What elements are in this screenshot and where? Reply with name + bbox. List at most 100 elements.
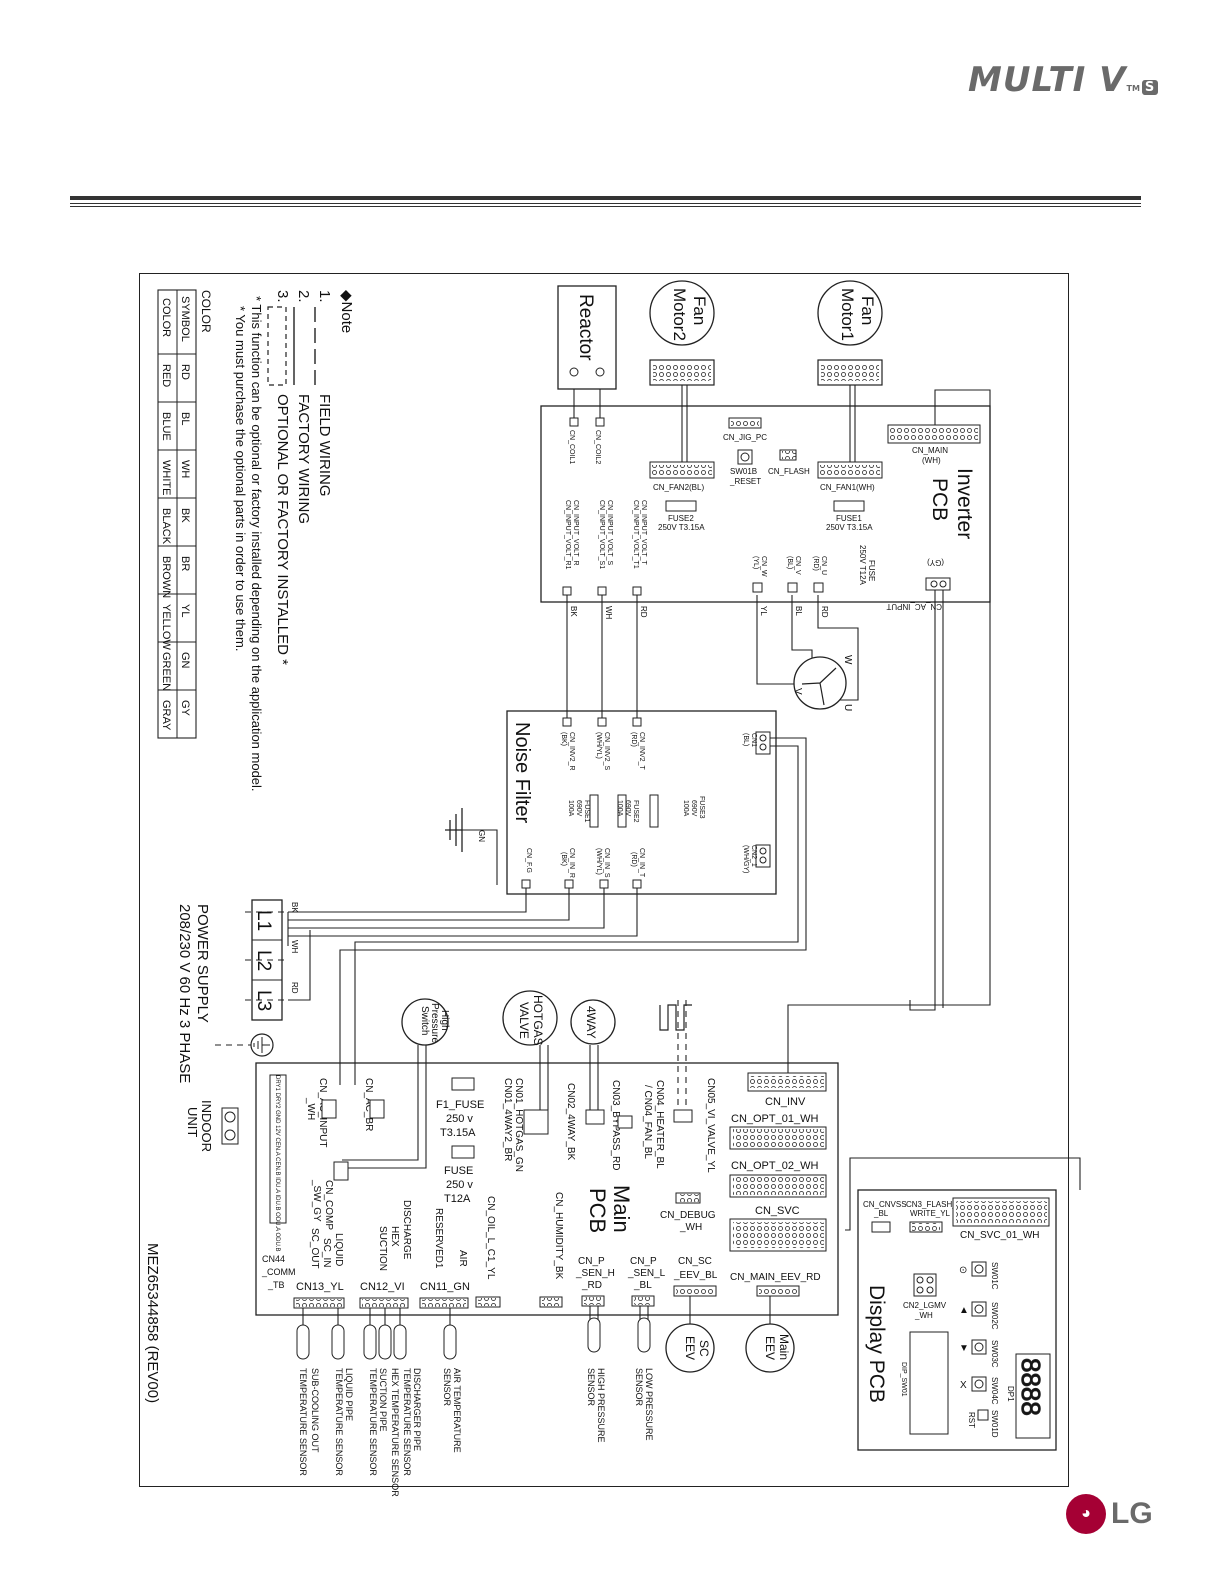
discharge-1: DISCHARGER PIPE <box>412 1368 422 1451</box>
power-supply-spec: 208/230 V 60 Hz 3 PHASE <box>176 904 193 1083</box>
wire-bl-v: BL <box>794 606 803 616</box>
cn-input-r-label: CN_INPUT_VOLT_R <box>572 500 579 566</box>
note-item2: FACTORY WIRING <box>295 394 312 524</box>
nf-cn-in-r-color: (BK) <box>560 852 567 866</box>
display-title: Display PCB <box>865 1285 888 1403</box>
reactor-label: Reactor <box>575 294 596 361</box>
cn-ac-br-label: CN_AC_BR <box>363 1078 374 1131</box>
cn-sc-eev-label: CN_SC <box>678 1256 712 1267</box>
wire-yl-w: YL <box>759 606 768 616</box>
liquid-2: TEMPERATURE SENSOR <box>334 1368 344 1476</box>
compressor-motor: U V W <box>792 655 853 711</box>
liquid-4: TEMPERATURE SENSOR <box>298 1368 308 1476</box>
color-table-title: COLOR <box>199 290 213 333</box>
liquid-1: LIQUID PIPE <box>344 1368 354 1421</box>
ground-icon <box>445 808 463 852</box>
low-pressure-1: LOW PRESSURE <box>644 1368 654 1441</box>
color-table-symbol: YL <box>179 604 191 617</box>
nf-cn-inv2-r-color: (BK) <box>560 732 567 746</box>
brand-tm: TM <box>1126 84 1140 93</box>
cn-main-label: CN_MAIN <box>912 446 948 455</box>
wire-wh-s: WH <box>604 606 613 620</box>
cn-w-color: (YL) <box>752 556 759 569</box>
cn02-label: CN02_4WAY_BK <box>565 1083 576 1161</box>
color-table-color: BROWN <box>160 556 172 598</box>
cn-input-r1-label: CN_INPUT_VOLT_R1 <box>564 500 571 570</box>
f1-fuse-label: F1_FUSE <box>436 1099 484 1111</box>
part-number: MEZ65344858 (REV00) <box>144 1243 161 1403</box>
cn-jig-pc-label: CN_JIG_PC <box>723 433 767 442</box>
btn-sw04c: SW04C <box>990 1377 999 1405</box>
fuse-main-v: 250 v <box>446 1179 473 1191</box>
nf-cn-in-s: CN_IN_S <box>603 848 610 878</box>
low-pressure-2: SENSOR <box>634 1368 644 1407</box>
terminal-l1: L1 <box>253 910 274 931</box>
noise-filter: Noise Filter CN1 (BL) CN_INV2_R (BK) CN_… <box>506 710 777 895</box>
sg12-2: HEX <box>389 1226 400 1247</box>
inv-fuse1-label: FUSE1 <box>836 514 862 523</box>
btn-sym-4: X <box>960 1380 967 1391</box>
color-table-color: WHITE <box>160 460 172 495</box>
power-supply: L1 L2 L3 POWER SUPPLY 208/230 V 60 Hz 3 … <box>176 899 283 1083</box>
nf-cn2-1: CN2_1 <box>750 845 757 867</box>
wire-rd-t: RD <box>639 606 648 618</box>
header-rule-thick <box>70 196 1141 200</box>
nf-cn-in-t: CN_IN_T <box>638 848 645 878</box>
cn-fan1-label: CN_FAN1(WH) <box>820 483 875 492</box>
wire-bk-r: BK <box>569 606 578 617</box>
main-title2: PCB <box>585 1188 610 1233</box>
sc-eev-1: SC <box>697 1340 711 1357</box>
cn-debug-label2: _WH <box>679 1222 702 1233</box>
color-table-color: YELLOW <box>160 604 172 650</box>
btn-sym-1: ⊙ <box>959 1265 967 1276</box>
nf-cn-in-s-color: (WH/YL) <box>595 848 602 875</box>
air-temp-1: AIR TEMPERATURE <box>452 1368 462 1453</box>
note-footnote2: * You must purchase the optional parts i… <box>233 306 248 651</box>
main-eev-1: Main <box>777 1334 791 1360</box>
color-table-symbol: BR <box>179 556 191 571</box>
inv-fuse1-rating: 250V T3.15A <box>826 523 873 532</box>
sg12-1: DISCHARGE <box>401 1200 412 1260</box>
cn-ac-input-label: CN_AC_INPUT <box>886 602 942 611</box>
lg-logo: ◕ LG <box>1066 1494 1153 1534</box>
sensors: LOW PRESSURE SENSOR HIGH PRESSURE SENSOR… <box>296 1317 795 1497</box>
btn-sym-2: ▲ <box>959 1305 969 1316</box>
color-table-symbol: GN <box>179 652 191 669</box>
cn13-label: CN13_YL <box>296 1281 344 1293</box>
cn-sc-eev-label2: _EEV_BL <box>673 1270 718 1281</box>
color-table-header-symbol: SYMBOL <box>179 296 191 342</box>
cn-u-color: (RD) <box>812 556 819 571</box>
f1-fuse-a: T3.15A <box>440 1127 476 1139</box>
wires <box>287 372 1081 1355</box>
cn44-3: _TB <box>267 1280 285 1290</box>
note-item3: OPTIONAL OR FACTORY INSTALLED * <box>274 394 291 665</box>
wire-bk-l1: BK <box>290 902 299 913</box>
wire-rd-u: RD <box>820 606 829 618</box>
btn-sym-3: ▼ <box>959 1343 969 1354</box>
btn-sw02c: SW02C <box>990 1302 999 1330</box>
cn-comp-label: CN_COMP <box>323 1180 334 1230</box>
nf-cn-inv2-s: CN_INV2_S <box>603 732 610 770</box>
cn-main-color: (WH) <box>922 456 941 465</box>
hps-line3: Switch <box>419 1006 430 1035</box>
fan-motor1-line2: Motor1 <box>838 288 857 341</box>
nf-cn1-color: (BL) <box>742 733 749 746</box>
fan-motor2: Fan Motor2 <box>649 280 715 386</box>
note-item2-num: 2. <box>295 290 312 303</box>
sg11-1: AIR <box>457 1250 468 1267</box>
color-table-color: BLUE <box>160 412 172 441</box>
wire-color-labels: BK WH RD YL BL RD GN BK WH RD <box>290 606 829 994</box>
air-temp-2: SENSOR <box>442 1368 452 1407</box>
cn-svc01-label: CN_SVC_01_WH <box>960 1230 1039 1241</box>
dip-sw-label: DIP_SW01 <box>900 1362 907 1397</box>
cn05-label: CN05_VI_VALVE_YL <box>705 1078 716 1173</box>
display-pcb: Display PCB CN_CNVSS _BL CN3_FLASH_ WRIT… <box>857 1189 1057 1451</box>
color-table-color: GRAY <box>160 700 172 731</box>
hps-line2: Pressure <box>429 1003 440 1043</box>
heater-icon <box>659 1004 692 1031</box>
cn-w-label: CN_W <box>760 556 767 577</box>
terminal-l3: L3 <box>253 990 274 1011</box>
nf-fuse3: FUSE3 <box>698 796 705 819</box>
cn3-flash-2: WRITE_YL <box>910 1209 951 1218</box>
